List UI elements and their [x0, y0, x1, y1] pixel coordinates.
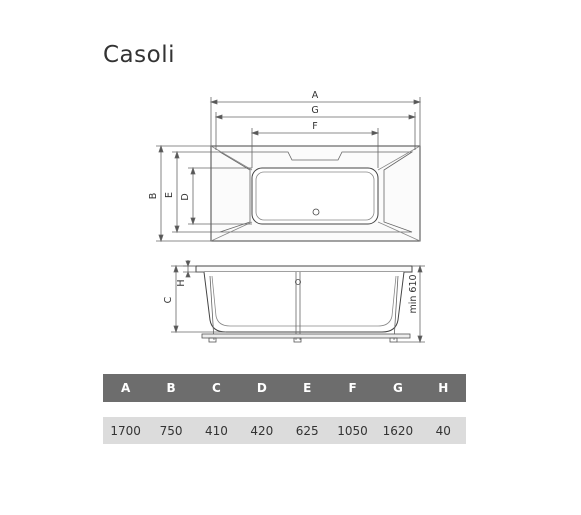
table-header-cell: B	[166, 381, 176, 395]
table-row: 1700 750 410 420 625 1050 1620 40	[103, 417, 466, 444]
table-value-cell: 1700	[110, 423, 141, 438]
table-value-cell: 410	[204, 423, 228, 438]
table-value-cell: 750	[159, 423, 183, 438]
table-value-cell: 1050	[337, 423, 368, 438]
table-header-cell: E	[303, 381, 312, 395]
dim-label-e: E	[164, 192, 175, 198]
dimension-table: A B C D E F G H 1700 750 410 420 625 105…	[103, 374, 466, 444]
top-view	[210, 145, 421, 242]
dim-label-g: G	[311, 105, 318, 116]
table-header-row: A B C D E F G H	[103, 374, 466, 402]
table-value-cell: 420	[250, 423, 274, 438]
table-header-cell: F	[348, 381, 357, 395]
bathtub-technical-drawing: A G F B E D H C min 610	[148, 90, 425, 344]
table-header-cell: G	[393, 381, 403, 395]
dimension-lines-top	[209, 97, 422, 168]
table-header-cell: A	[121, 381, 131, 395]
dimension-lines-height	[171, 260, 425, 344]
dim-label-d: D	[180, 193, 191, 200]
table-value-cell: 1620	[382, 423, 414, 438]
side-view	[195, 265, 413, 343]
drain-icon	[312, 208, 320, 216]
table-header-cell: C	[212, 381, 221, 395]
table-header-cell: D	[256, 381, 267, 395]
table-value-cell: 40	[435, 423, 451, 438]
dim-label-a: A	[312, 90, 319, 101]
dim-label-h: H	[176, 279, 187, 286]
dim-label-min-height: min 610	[408, 274, 419, 313]
table-value-cell: 625	[295, 423, 319, 438]
product-title: Casoli	[103, 42, 175, 68]
dimension-lines-side	[156, 144, 252, 243]
dim-label-b: B	[148, 193, 159, 200]
dim-label-f: F	[312, 121, 317, 132]
table-header-cell: H	[438, 381, 449, 395]
dim-label-c: C	[163, 296, 174, 303]
